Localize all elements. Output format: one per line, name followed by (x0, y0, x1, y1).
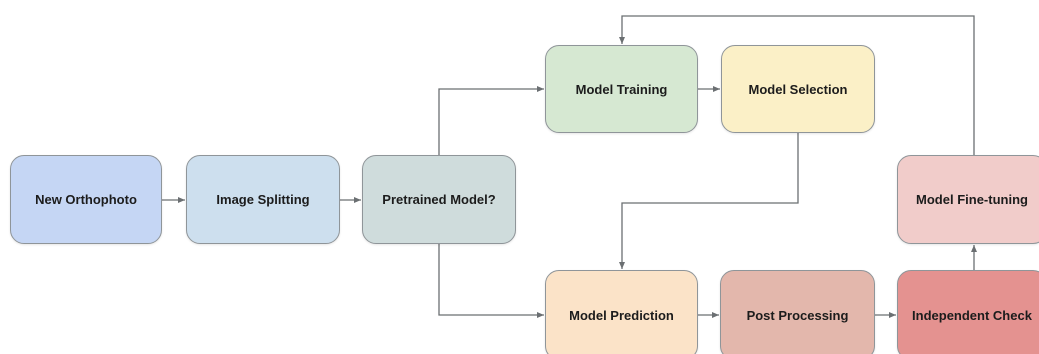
node-model-prediction: Model Prediction (545, 270, 698, 354)
node-pretrained-model: Pretrained Model? (362, 155, 516, 244)
node-model-selection: Model Selection (721, 45, 875, 133)
node-independent-check: Independent Check (897, 270, 1039, 354)
node-model-fine-tuning: Model Fine-tuning (897, 155, 1039, 244)
edge-pretrained-model-to-model-prediction (438, 244, 544, 318)
node-image-splitting: Image Splitting (186, 155, 340, 244)
node-model-training: Model Training (545, 45, 698, 133)
edge-model-selection-to-model-prediction (619, 133, 799, 269)
node-post-processing: Post Processing (720, 270, 875, 354)
edge-model-fine-tuning-to-model-training (619, 15, 975, 155)
edge-pretrained-model-to-model-training (438, 86, 544, 155)
node-new-orthophoto: New Orthophoto (10, 155, 162, 244)
